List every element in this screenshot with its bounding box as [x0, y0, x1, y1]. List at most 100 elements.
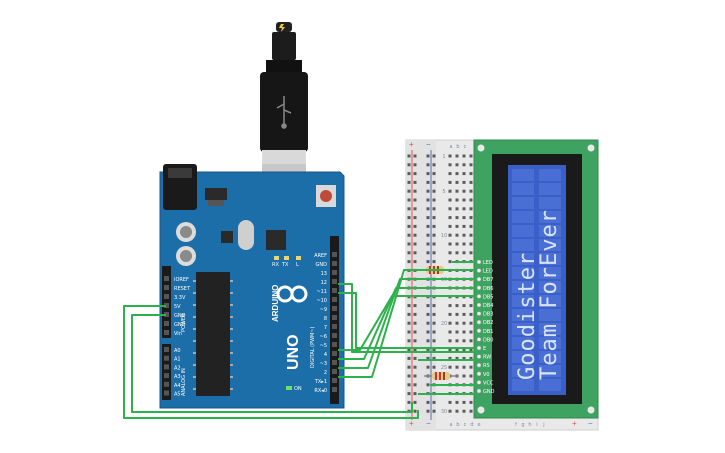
breadboard-hole[interactable] [469, 356, 473, 360]
breadboard-hole[interactable] [448, 304, 452, 308]
header-socket[interactable] [332, 324, 337, 329]
breadboard-hole[interactable] [413, 365, 417, 369]
breadboard-hole[interactable] [407, 321, 411, 325]
breadboard-hole[interactable] [455, 330, 459, 334]
breadboard-hole[interactable] [413, 339, 417, 343]
breadboard-hole[interactable] [469, 242, 473, 246]
breadboard-hole[interactable] [462, 304, 466, 308]
breadboard-hole[interactable] [469, 172, 473, 176]
breadboard-hole[interactable] [407, 242, 411, 246]
breadboard-hole[interactable] [469, 180, 473, 184]
breadboard-hole[interactable] [462, 251, 466, 255]
breadboard-hole[interactable] [455, 224, 459, 228]
breadboard-hole[interactable] [413, 260, 417, 264]
breadboard-hole[interactable] [432, 409, 436, 413]
breadboard-hole[interactable] [407, 216, 411, 220]
breadboard-hole[interactable] [407, 189, 411, 193]
breadboard-hole[interactable] [407, 339, 411, 343]
breadboard-hole[interactable] [462, 198, 466, 202]
breadboard-hole[interactable] [407, 365, 411, 369]
breadboard-hole[interactable] [462, 374, 466, 378]
lcd-pin[interactable] [476, 371, 482, 377]
breadboard-hole[interactable] [448, 321, 452, 325]
breadboard-hole[interactable] [462, 339, 466, 343]
breadboard-hole[interactable] [426, 365, 430, 369]
breadboard-hole[interactable] [455, 251, 459, 255]
breadboard-hole[interactable] [462, 233, 466, 237]
breadboard-hole[interactable] [448, 198, 452, 202]
header-socket[interactable] [164, 276, 169, 281]
breadboard-hole[interactable] [462, 224, 466, 228]
breadboard-hole[interactable] [462, 400, 466, 404]
breadboard-hole[interactable] [432, 400, 436, 404]
breadboard-hole[interactable] [448, 339, 452, 343]
breadboard-hole[interactable] [432, 233, 436, 237]
breadboard-hole[interactable] [462, 163, 466, 167]
breadboard-hole[interactable] [407, 374, 411, 378]
breadboard-hole[interactable] [469, 198, 473, 202]
breadboard-hole[interactable] [413, 356, 417, 360]
breadboard-hole[interactable] [469, 233, 473, 237]
breadboard-hole[interactable] [469, 330, 473, 334]
breadboard-hole[interactable] [426, 154, 430, 158]
lcd-pin[interactable] [476, 268, 482, 273]
header-socket[interactable] [164, 294, 169, 299]
breadboard-hole[interactable] [432, 207, 436, 211]
power-header[interactable] [162, 266, 171, 338]
breadboard-hole[interactable] [462, 216, 466, 220]
breadboard-hole[interactable] [455, 321, 459, 325]
breadboard-hole[interactable] [413, 348, 417, 352]
breadboard-hole[interactable] [426, 339, 430, 343]
breadboard-hole[interactable] [455, 348, 459, 352]
breadboard-hole[interactable] [407, 392, 411, 396]
header-socket[interactable] [164, 285, 169, 290]
breadboard-hole[interactable] [413, 330, 417, 334]
header-socket[interactable] [332, 342, 337, 347]
breadboard-hole[interactable] [432, 242, 436, 246]
breadboard-hole[interactable] [448, 233, 452, 237]
breadboard-hole[interactable] [432, 163, 436, 167]
breadboard-hole[interactable] [413, 207, 417, 211]
breadboard-hole[interactable] [432, 189, 436, 193]
breadboard-hole[interactable] [426, 216, 430, 220]
breadboard-hole[interactable] [455, 400, 459, 404]
breadboard-hole[interactable] [413, 172, 417, 176]
breadboard-hole[interactable] [426, 356, 430, 360]
breadboard-hole[interactable] [448, 312, 452, 316]
breadboard-hole[interactable] [426, 260, 430, 264]
breadboard-hole[interactable] [407, 383, 411, 387]
breadboard-hole[interactable] [469, 400, 473, 404]
breadboard-hole[interactable] [455, 154, 459, 158]
header-socket[interactable] [332, 387, 337, 392]
lcd-16x2-module[interactable]: Goodister Team ForEver LEDLEDDB7DB6DB5DB… [473, 139, 599, 419]
lcd-pin[interactable] [476, 294, 482, 299]
breadboard-hole[interactable] [413, 409, 417, 413]
header-socket[interactable] [164, 347, 169, 352]
breadboard-hole[interactable] [432, 356, 436, 360]
breadboard-hole[interactable] [455, 189, 459, 193]
breadboard-hole[interactable] [448, 242, 452, 246]
breadboard-hole[interactable] [455, 312, 459, 316]
breadboard-hole[interactable] [469, 312, 473, 316]
breadboard-hole[interactable] [448, 180, 452, 184]
breadboard-hole[interactable] [407, 154, 411, 158]
breadboard-hole[interactable] [448, 356, 452, 360]
breadboard-hole[interactable] [448, 172, 452, 176]
breadboard-hole[interactable] [455, 198, 459, 202]
header-socket[interactable] [332, 306, 337, 311]
breadboard-hole[interactable] [455, 207, 459, 211]
breadboard-hole[interactable] [407, 172, 411, 176]
lcd-pin[interactable] [476, 276, 482, 282]
breadboard-hole[interactable] [469, 365, 473, 369]
lcd-pin[interactable] [476, 345, 482, 351]
breadboard-hole[interactable] [462, 180, 466, 184]
header-socket[interactable] [332, 378, 337, 383]
breadboard-hole[interactable] [413, 233, 417, 237]
lcd-pin[interactable] [476, 259, 482, 265]
breadboard-hole[interactable] [407, 233, 411, 237]
breadboard-hole[interactable] [469, 189, 473, 193]
breadboard-hole[interactable] [426, 400, 430, 404]
breadboard-hole[interactable] [448, 409, 452, 413]
breadboard-hole[interactable] [448, 365, 452, 369]
breadboard-hole[interactable] [413, 189, 417, 193]
